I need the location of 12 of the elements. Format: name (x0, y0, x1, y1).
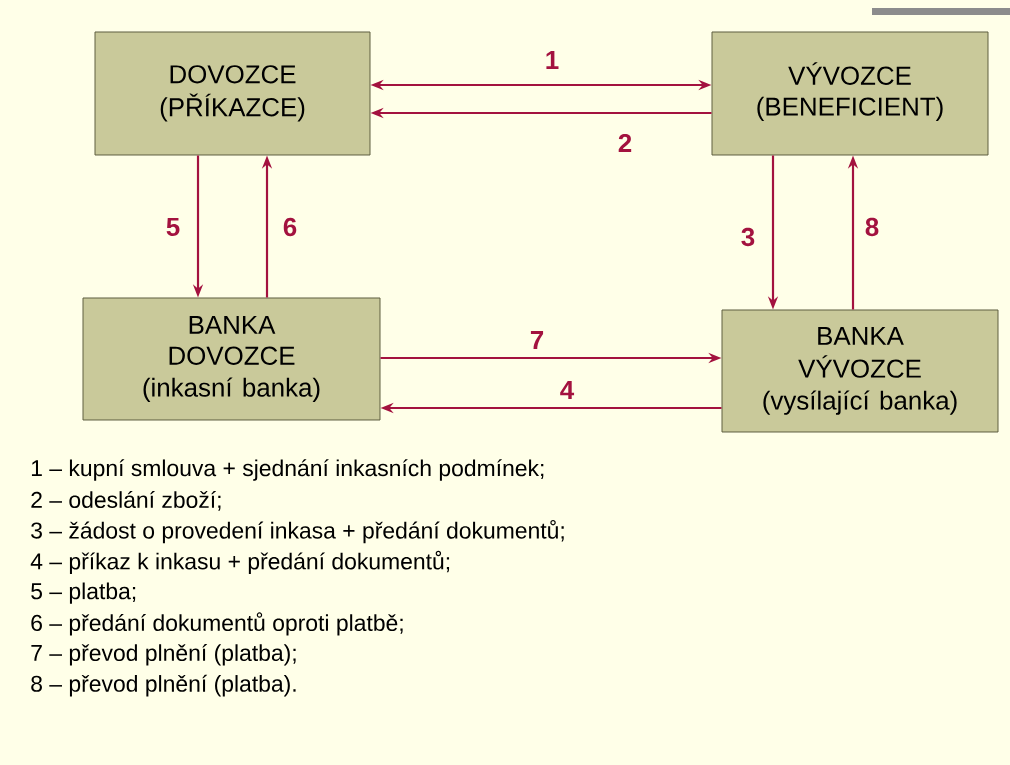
note-line: 2 – odeslání zboží; (31, 490, 221, 511)
box: VÝVOZCE (BENEFICIENT) (711, 31, 989, 156)
box: DOVOZCE (PŘÍKAZCE) (94, 31, 371, 156)
note-line: 6 – předání dokumentů oproti platbě; (31, 612, 403, 636)
note-line: 8 – převod plnění (platba). (31, 674, 296, 697)
note-line: 7 – převod plnění (platba); (31, 644, 296, 666)
note-line: 3 – žádost o provedení inkasa + předání dokumentů; (31, 519, 564, 544)
box: BANKA VÝVOZCE (vysílající banka) (721, 309, 999, 433)
note-line: 1 – kupní smlouva + sjednání inkasních podmínek; (31, 459, 544, 481)
note-line: 5 – platba; (31, 582, 136, 604)
box: BANKA DOVOZCE (inkasní banka) (82, 297, 381, 421)
note-line: 4 – příkaz k inkasu + předání dokumentů; (30, 550, 450, 574)
